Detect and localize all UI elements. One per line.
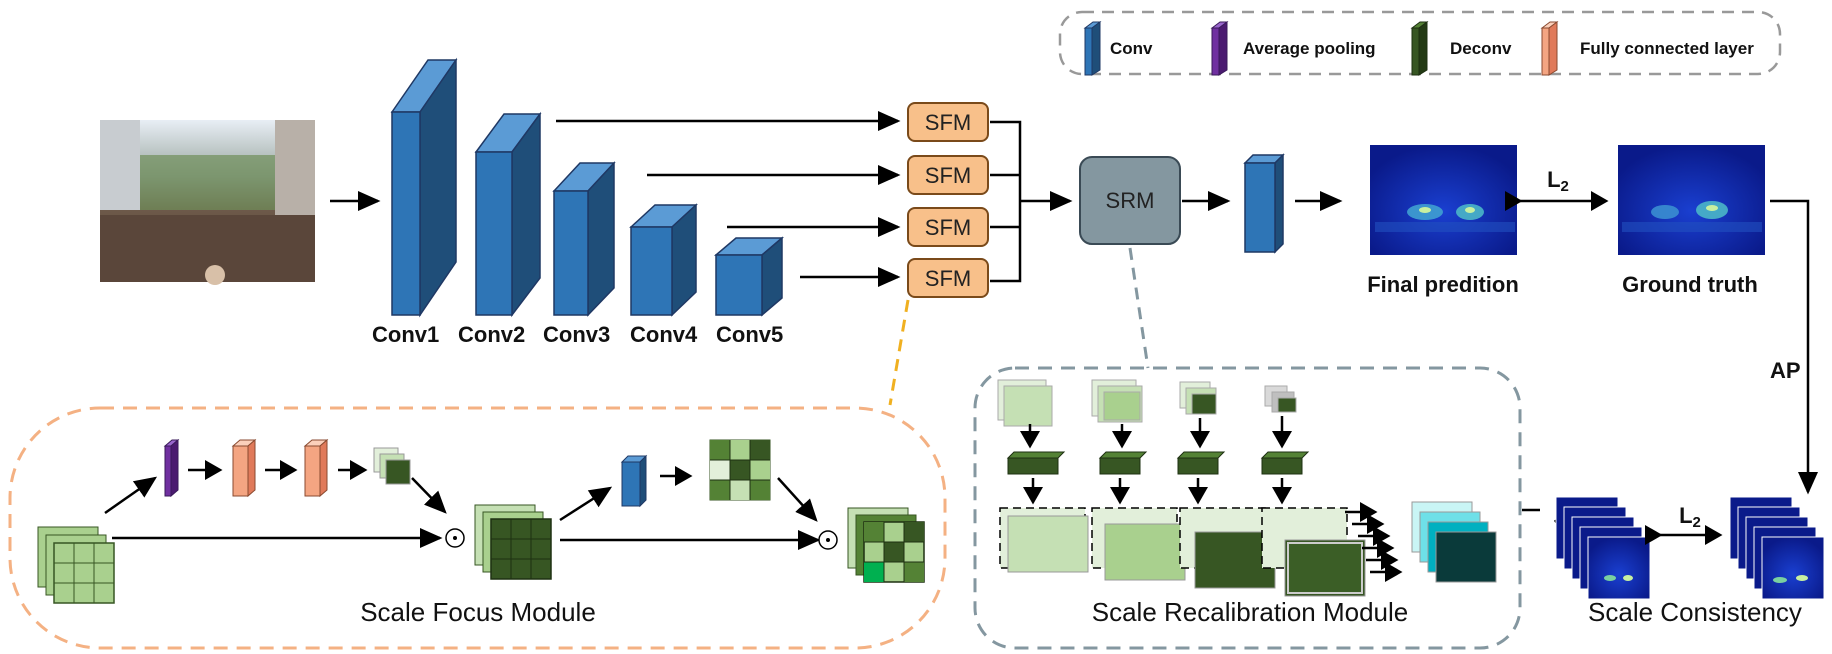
legend-fc-icon (1540, 21, 1559, 76)
scale-consistency-stack-1 (1555, 496, 1651, 600)
srm-output-stack (1411, 501, 1497, 583)
scale-focus-module-label: Scale Focus Module (360, 597, 596, 627)
sfm-label-1: SFM (925, 110, 971, 135)
sfm-box-2[interactable]: SFM (907, 155, 989, 195)
legend-deconv-icon (1410, 21, 1429, 76)
sfm-label-2: SFM (925, 163, 971, 188)
srm-pooled-map-3 (1179, 381, 1217, 415)
sfm-box-3[interactable]: SFM (907, 207, 989, 247)
srm-label: SRM (1106, 188, 1155, 213)
scale-recalibration-module (973, 366, 1522, 650)
final-prediction-map (1370, 145, 1517, 255)
sfm-input-feature (37, 526, 115, 604)
conv5-block (713, 236, 785, 317)
conv3-label: Conv3 (543, 322, 610, 347)
ground-truth-label: Ground truth (1622, 272, 1758, 297)
conv1-block (390, 57, 458, 318)
scale-recalibration-module-label: Scale Recalibration Module (1092, 597, 1409, 627)
conv3-block (552, 161, 616, 317)
scale-consistency-label: Scale Consistency (1588, 597, 1802, 627)
sfm-zoom-connector (888, 299, 910, 406)
ap-arrow (1770, 199, 1818, 495)
srm-pooled-map-4 (1264, 385, 1297, 413)
srm-deconv-4 (1260, 451, 1310, 475)
srm-box[interactable]: SRM (1079, 156, 1181, 245)
legend-conv-icon (1083, 21, 1102, 76)
conv4-block (629, 203, 698, 317)
srm-zoom-connector (1128, 247, 1150, 369)
sfm-label-4: SFM (925, 266, 971, 291)
legend-deconv-label: Deconv (1450, 39, 1512, 58)
conv2-block (474, 111, 542, 318)
sfm-label-3: SFM (925, 215, 971, 240)
legend: Conv Average pooling Deconv Fully connec… (1058, 10, 1782, 76)
legend-avg-pool-label: Average pooling (1243, 39, 1376, 58)
conv2-label: Conv2 (458, 322, 525, 347)
legend-conv-label: Conv (1110, 39, 1153, 58)
sfm-output-feature (847, 507, 925, 583)
sfm-conv-layer (620, 454, 648, 508)
ap-label: AP (1770, 358, 1801, 383)
sfm-box-1[interactable]: SFM (907, 102, 989, 142)
srm-deconv-2 (1098, 451, 1148, 475)
sfm-attention-stack (373, 447, 411, 485)
ground-truth-map (1618, 145, 1765, 255)
conv1-label: Conv1 (372, 322, 439, 347)
input-crowd-image (100, 120, 315, 285)
scale-consistency: L2 (1522, 496, 1825, 600)
sfm-bracket (990, 120, 1022, 283)
scale-focus-module (8, 406, 947, 650)
conv4-label: Conv4 (630, 322, 698, 347)
sfm-fc-layer-1 (231, 438, 257, 498)
sfm-weighted-feature (474, 504, 552, 580)
srm-upsampled-maps (999, 507, 1366, 597)
srm-deconv-1 (1006, 451, 1066, 475)
srm-deconv-3 (1176, 451, 1226, 475)
sfm-avg-pool-layer (163, 438, 180, 498)
output-conv-block (1243, 153, 1285, 254)
sfm-box-4[interactable]: SFM (907, 258, 989, 298)
final-prediction-label: Final predition (1367, 272, 1519, 297)
scale-consistency-stack-2 (1729, 496, 1825, 600)
legend-avg-pool-icon (1210, 21, 1229, 76)
l2-label-bottom: L2 (1679, 503, 1701, 531)
l2-label-top: L2 (1547, 167, 1569, 195)
sfm-spatial-map (709, 439, 771, 501)
srm-pooled-map-1 (997, 379, 1053, 427)
sfm-fc-layer-2 (303, 438, 329, 498)
sfm-multiply-op-2 (818, 530, 838, 550)
sfm-multiply-op-1 (445, 528, 465, 548)
legend-fc-label: Fully connected layer (1580, 39, 1754, 58)
conv5-label: Conv5 (716, 322, 783, 347)
srm-pooled-map-2 (1091, 379, 1143, 423)
